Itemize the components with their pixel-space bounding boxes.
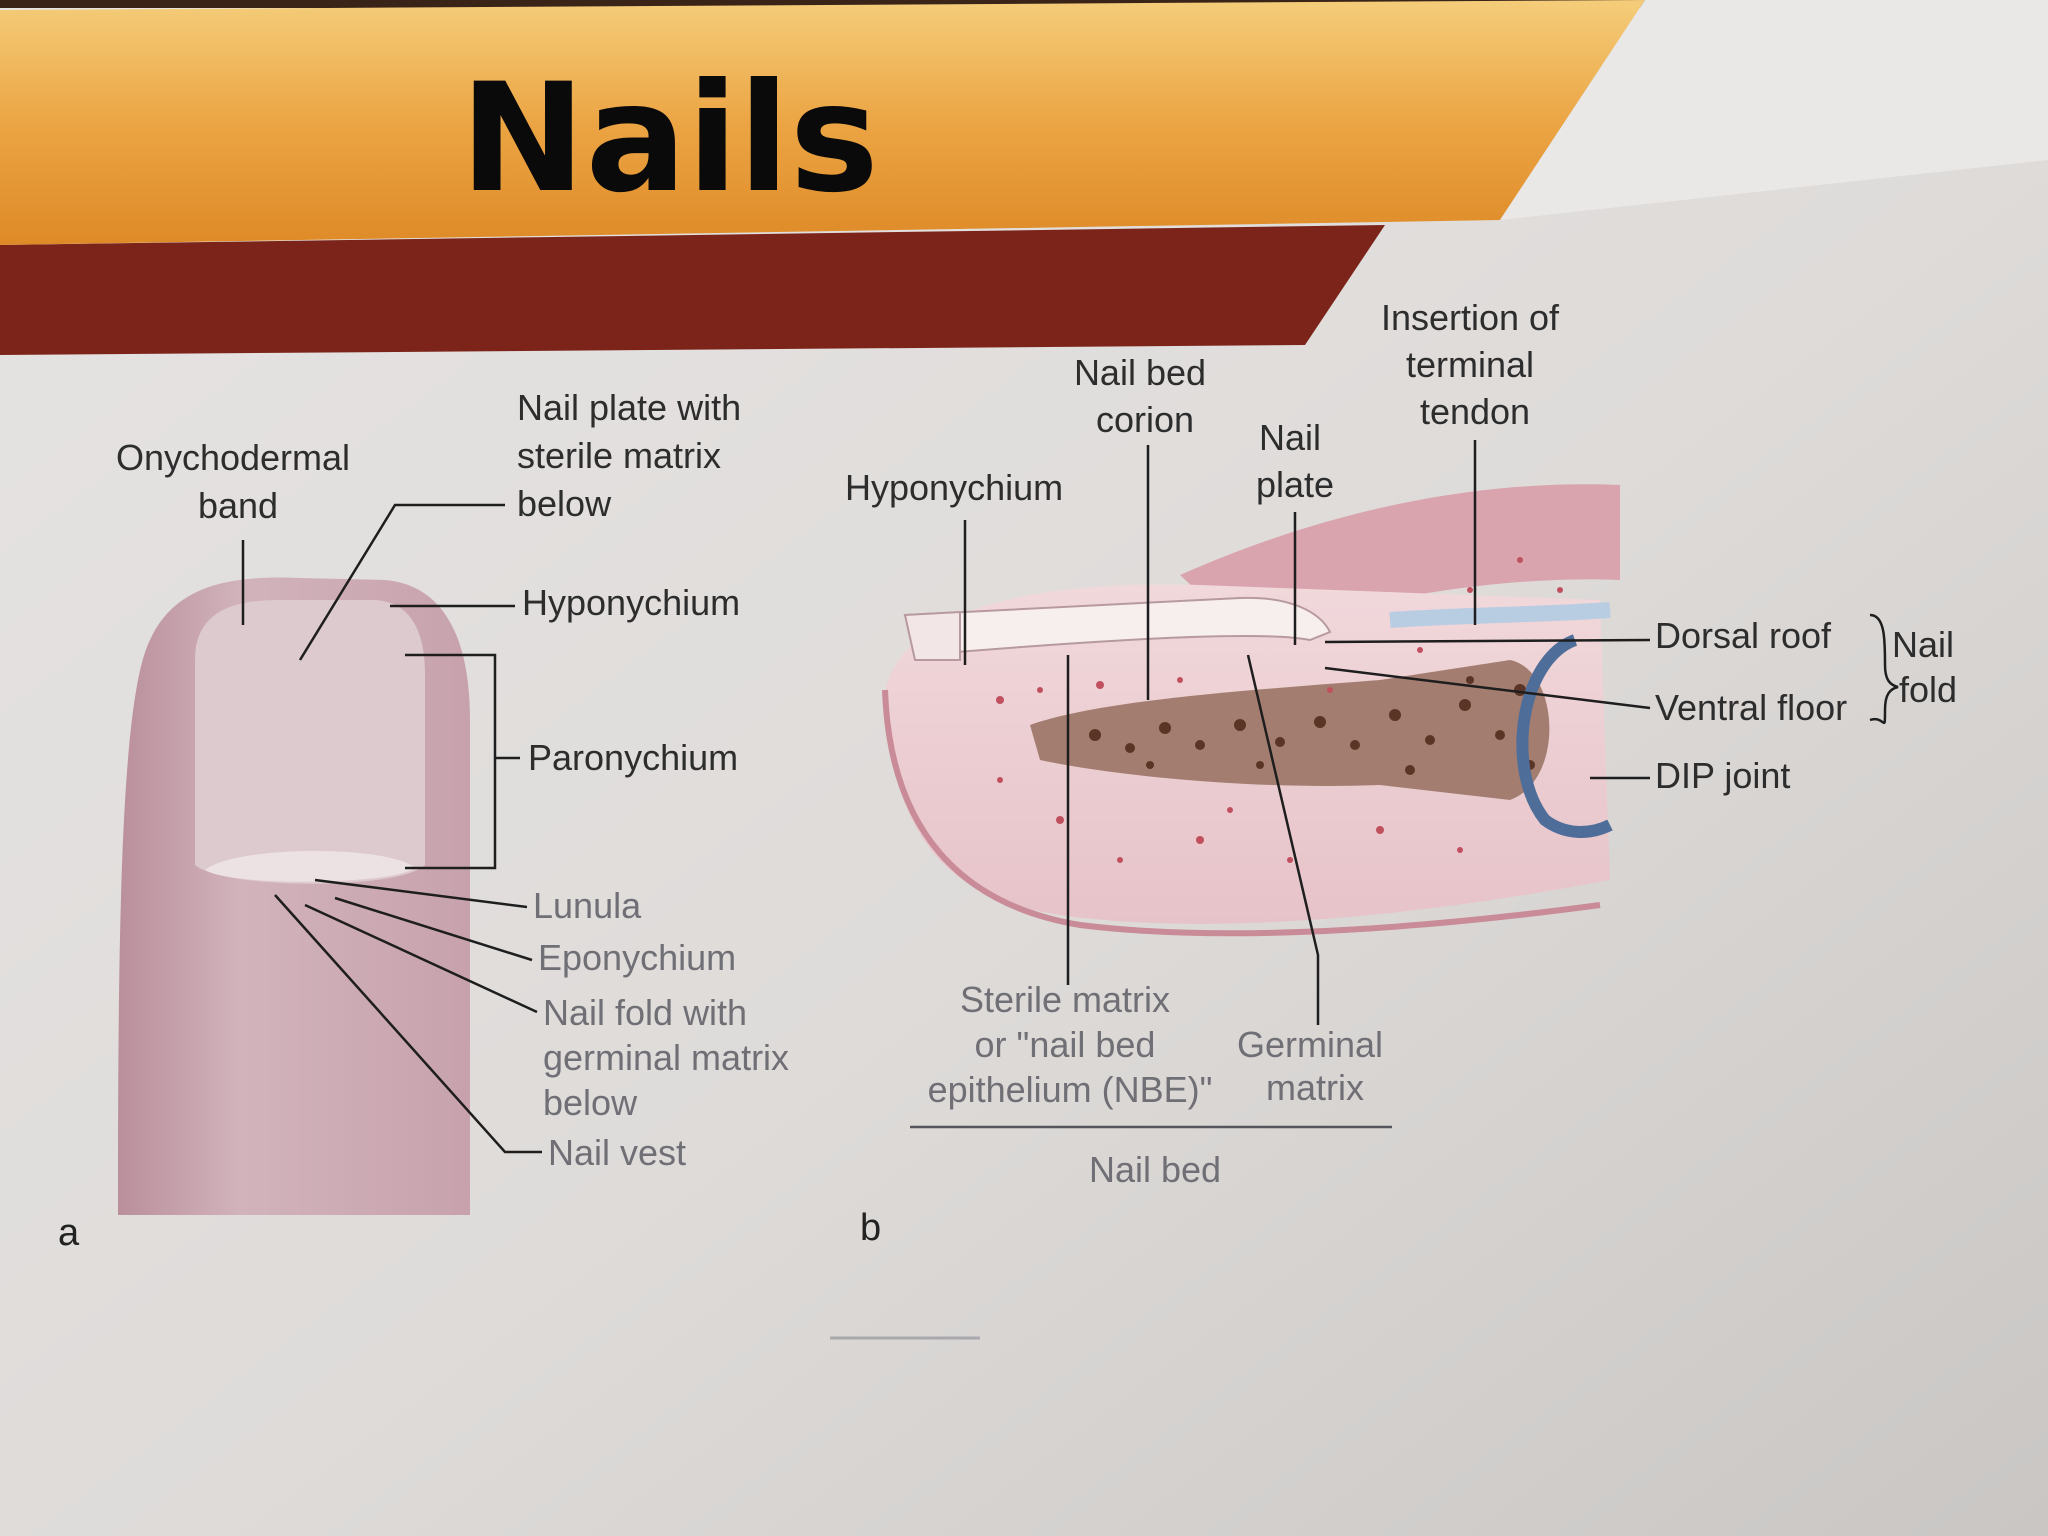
label-onychodermal-band: Onychodermal band	[116, 437, 360, 526]
leader-ventral-floor	[1324, 666, 1651, 710]
slide-title: Nails	[460, 52, 879, 226]
label-nail-bed-corion: Nail bed corion	[1074, 352, 1216, 440]
panel-letter-b: b	[860, 1207, 881, 1249]
label-nail-fold-b: Nail fold	[1892, 624, 1964, 710]
dip-joint-capsule	[1516, 634, 1613, 838]
label-nail-plate-b: Nail plate	[1256, 417, 1334, 505]
label-hyponychium-b: Hyponychium	[845, 467, 1063, 508]
label-sterile-matrix: Sterile matrix or "nail bed epithelium (…	[928, 979, 1213, 1110]
title-banner	[0, 0, 2048, 355]
banner-dark-band	[0, 225, 1385, 355]
nail-fold-bracket	[1869, 613, 1899, 725]
label-germinal-matrix: Germinal matrix	[1237, 1024, 1393, 1108]
label-lunula: Lunula	[533, 885, 642, 926]
panel-letter-a: a	[58, 1212, 80, 1254]
label-eponychium: Eponychium	[538, 937, 736, 978]
label-hyponychium-a: Hyponychium	[522, 582, 740, 623]
panel-a-fingertip	[118, 577, 497, 1215]
label-paronychium: Paronychium	[528, 737, 738, 778]
banner-white-wedge	[1500, 0, 2048, 220]
terminal-tendon	[1389, 602, 1611, 628]
label-dip-joint: DIP joint	[1655, 755, 1790, 796]
hyponychium-tip	[903, 610, 961, 661]
label-ventral-floor: Ventral floor	[1655, 687, 1847, 728]
panel-b-labels: Hyponychium Nail bed corion Nail plate I…	[845, 297, 1964, 1249]
panel-a-labels: Onychodermal band Nail plate with steril…	[58, 387, 799, 1254]
tissue-dots	[996, 557, 1563, 863]
leader-germinal-matrix	[1246, 654, 1320, 1025]
label-nail-bed: Nail bed	[1089, 1149, 1221, 1190]
label-nail-fold-germinal: Nail fold with germinal matrix below	[543, 992, 799, 1123]
banner-orange-band	[0, 0, 1645, 245]
distal-phalanx-bone	[1030, 660, 1550, 800]
leader-eponychium	[334, 896, 533, 962]
leader-nail-vest	[274, 894, 542, 1154]
bone-marrow-speckle	[1089, 676, 1535, 775]
paronychium-bracket	[405, 653, 497, 870]
panel-b-section	[830, 484, 1899, 1340]
lunula-shape	[205, 850, 415, 882]
fingernail-shape	[195, 600, 425, 884]
leader-lunula	[314, 878, 528, 909]
label-nail-plate-sterile: Nail plate with sterile matrix below	[517, 387, 751, 524]
label-nail-vest: Nail vest	[548, 1132, 686, 1173]
leader-nail-plate	[298, 503, 505, 661]
label-insertion-terminal-tendon: Insertion of terminal tendon	[1381, 297, 1569, 432]
leader-dorsal-roof	[1324, 638, 1651, 644]
fingertip-outline	[882, 689, 1601, 937]
nail-plate-shape	[903, 596, 1332, 657]
leader-nail-fold	[304, 903, 538, 1014]
label-dorsal-roof: Dorsal roof	[1655, 615, 1832, 656]
